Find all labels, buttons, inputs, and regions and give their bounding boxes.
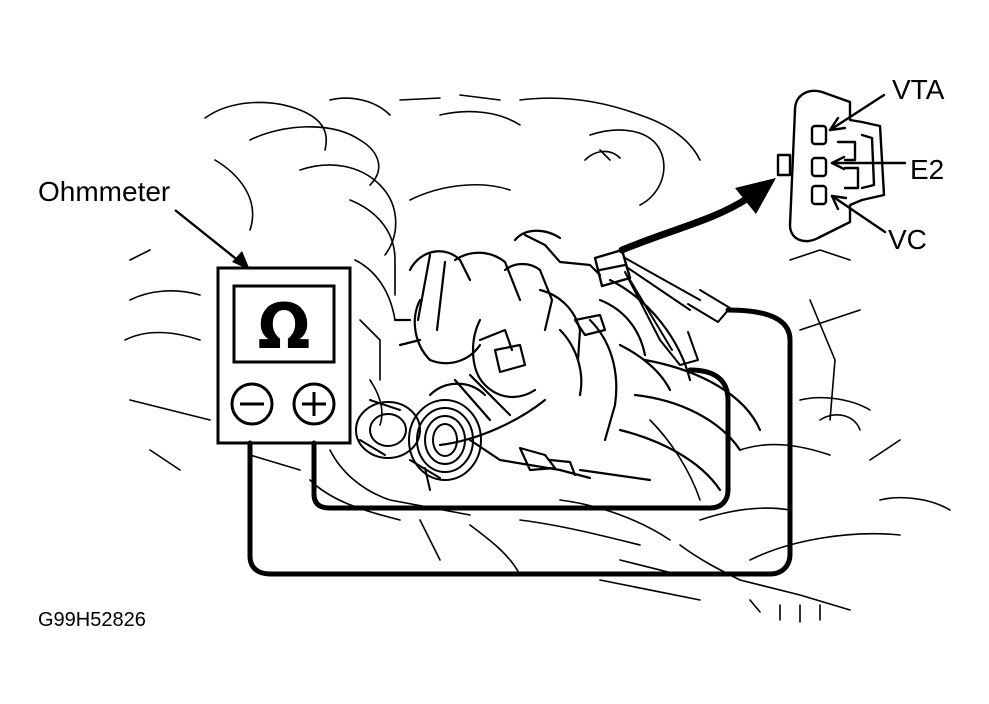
test-leads [247,307,793,577]
pin-callout-arrows [828,93,907,234]
positive-test-lead [311,367,731,511]
negative-test-lead [247,307,793,577]
terminal-label-vc: VC [888,224,927,255]
ohmmeter [216,266,352,445]
figure-code: G99H52826 [38,609,146,631]
meter-label: Ohmmeter [38,176,171,207]
probe-leads [624,257,731,366]
terminal-label-e2: E2 [910,154,945,185]
meter-pointer [174,209,241,263]
throttle-spring [355,399,482,491]
ohm-icon: Ω [257,290,311,363]
connector-pin-view [776,89,886,243]
connector-callout-arrowhead [735,178,776,214]
meter-pointer-arrowhead [232,251,250,270]
terminal-label-vta: VTA [892,74,945,105]
throttle-body [393,229,762,492]
engine-background [124,94,951,623]
sensor-plug [593,248,632,288]
connector-callout-arrow [618,194,752,254]
ohmmeter-display [232,284,336,364]
